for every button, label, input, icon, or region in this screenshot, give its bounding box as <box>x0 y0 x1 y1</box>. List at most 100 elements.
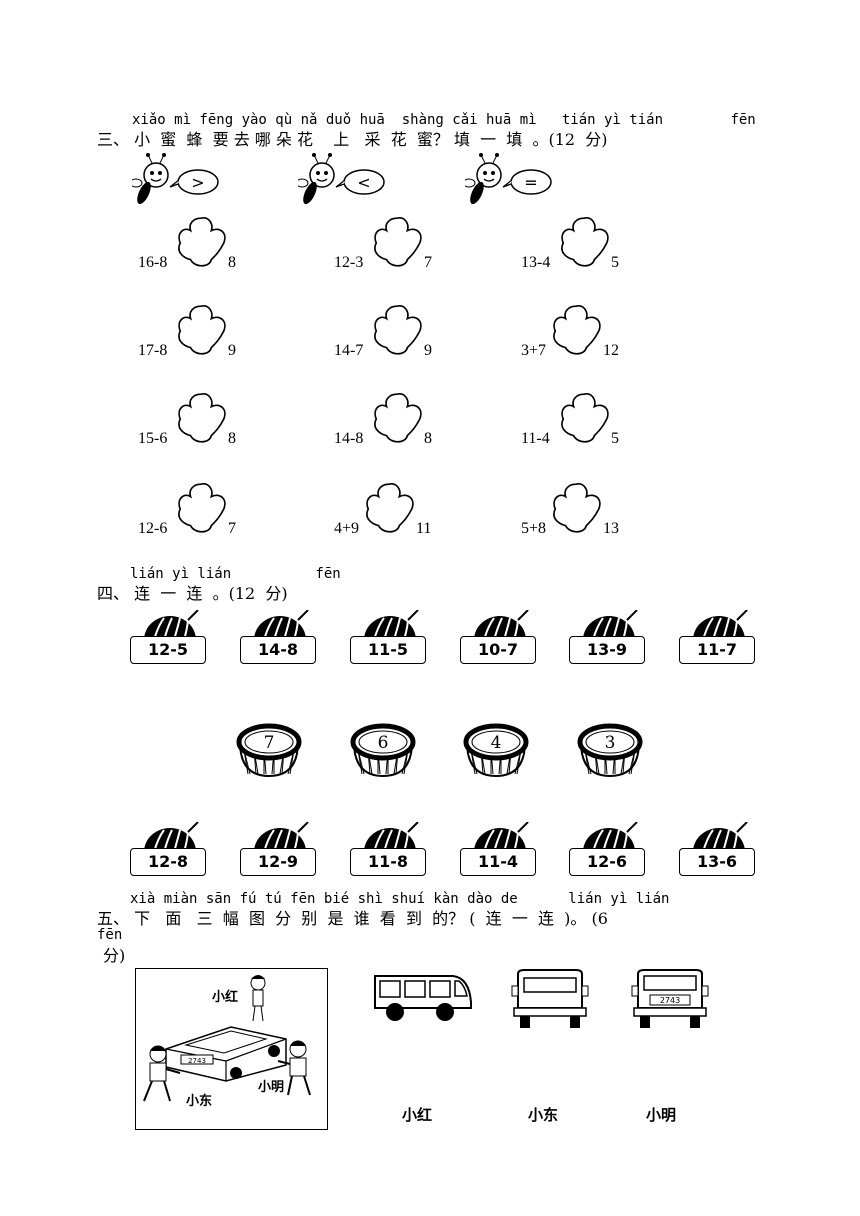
flower-blank-icon[interactable] <box>362 480 418 536</box>
watermelon-card[interactable]: 12-6 <box>569 822 649 880</box>
bee-greater: > <box>129 153 222 213</box>
flower-right-value: 5 <box>611 430 619 447</box>
watermelon-card[interactable]: 11-5 <box>350 610 430 668</box>
name-label-xiaodong: 小东 <box>528 1106 559 1124</box>
bus-front-view-plain <box>510 968 590 1036</box>
flower-left-expr: 17-8 <box>138 342 168 359</box>
watermelon-icon <box>254 822 309 852</box>
bee-icon <box>462 153 502 205</box>
flower-blank-icon[interactable] <box>174 302 230 358</box>
name-label-xiaohong: 小红 <box>402 1106 433 1124</box>
flower-left-expr: 16-8 <box>138 254 168 271</box>
section5-pinyin: xià miàn sān fú tú fēn bié shì shuí kàn … <box>130 891 670 907</box>
flower-left-expr: 14-8 <box>334 430 364 447</box>
watermelon-expression: 12-9 <box>240 848 316 876</box>
flower-right-value: 11 <box>416 520 432 537</box>
scene-plate: 2743 <box>188 1057 206 1065</box>
basket-number: 4 <box>491 733 502 753</box>
watermelon-expression: 14-8 <box>240 636 316 664</box>
section5-title-2: 分) <box>103 946 126 965</box>
basket-icon[interactable]: 4 <box>463 714 529 780</box>
flower-right-value: 7 <box>228 520 236 537</box>
watermelon-expression: 10-7 <box>460 636 536 664</box>
flower-blank-icon[interactable] <box>549 302 605 358</box>
flower-left-expr: 14-7 <box>334 342 364 359</box>
flower-blank-icon[interactable] <box>370 302 426 358</box>
flower-left-expr: 13-4 <box>521 254 551 271</box>
watermelon-card[interactable]: 11-7 <box>679 610 759 668</box>
flower-blank-icon[interactable] <box>370 214 426 270</box>
flower-right-value: 13 <box>603 520 619 537</box>
flower-right-value: 8 <box>228 254 236 271</box>
watermelon-card[interactable]: 11-8 <box>350 822 430 880</box>
flower-left-expr: 5+8 <box>521 520 547 537</box>
watermelon-expression: 12-6 <box>569 848 645 876</box>
watermelon-expression: 11-5 <box>350 636 426 664</box>
flower-left-expr: 15-6 <box>138 430 168 447</box>
watermelon-card[interactable]: 13-6 <box>679 822 759 880</box>
basket-number: 7 <box>264 733 275 753</box>
basket-icon[interactable]: 6 <box>350 714 416 780</box>
flower-left-expr: 3+7 <box>521 342 547 359</box>
car-illustration <box>165 1026 287 1082</box>
watermelon-card[interactable]: 14-8 <box>240 610 320 668</box>
girl-figure <box>250 975 266 1022</box>
flower-right-value: 9 <box>228 342 236 359</box>
bee-symbol: < <box>357 173 370 192</box>
bee-icon <box>129 153 169 205</box>
watermelon-expression: 12-8 <box>130 848 206 876</box>
flower-right-value: 9 <box>424 342 432 359</box>
flower-left-expr: 11-4 <box>521 430 550 447</box>
watermelon-card[interactable]: 13-9 <box>569 610 649 668</box>
watermelon-expression: 11-8 <box>350 848 426 876</box>
scene-label-xiaoming: 小明 <box>258 1080 284 1095</box>
flower-left-expr: 4+9 <box>334 520 360 537</box>
watermelon-expression: 12-5 <box>130 636 206 664</box>
bee-icon <box>295 153 335 205</box>
bus-side-view <box>373 968 475 1030</box>
watermelon-expression: 11-4 <box>460 848 536 876</box>
boy-figure-left <box>143 1045 181 1102</box>
section3-pinyin: xiǎo mì fēng yào qù nǎ duǒ huā shàng cǎi… <box>132 112 756 128</box>
basket-icon[interactable]: 3 <box>577 714 643 780</box>
watermelon-card[interactable]: 12-8 <box>130 822 210 880</box>
basket-number: 3 <box>605 733 616 753</box>
section5-title: 五、 下 面 三 幅 图 分 别 是 谁 看 到 的？ ( 连 一 连 )。 (… <box>97 909 608 928</box>
flower-right-value: 8 <box>424 430 432 447</box>
scene-label-xiaohong: 小红 <box>212 989 238 1005</box>
watermelon-card[interactable]: 10-7 <box>460 610 540 668</box>
section4-title: 四、 连 一 连 。(12 分) <box>97 584 288 603</box>
flower-right-value: 5 <box>611 254 619 271</box>
watermelon-card[interactable]: 11-4 <box>460 822 540 880</box>
flower-right-value: 12 <box>603 342 619 359</box>
watermelon-expression: 13-6 <box>679 848 755 876</box>
flower-blank-icon[interactable] <box>174 214 230 270</box>
name-label-xiaoming: 小明 <box>646 1106 677 1124</box>
bee-less: < <box>295 153 388 213</box>
flower-blank-icon[interactable] <box>174 480 230 536</box>
basket-number: 6 <box>378 733 389 753</box>
basket-icon[interactable]: 7 <box>236 714 302 780</box>
watermelon-expression: 13-9 <box>569 636 645 664</box>
flower-right-value: 7 <box>424 254 432 271</box>
section3-title: 三、 小 蜜 蜂 要 去 哪 朵 花 上 采 花 蜜？ 填 一 填 。(12 分… <box>97 130 608 149</box>
bus-plate-text: 2743 <box>660 996 680 1005</box>
watermelon-card[interactable]: 12-9 <box>240 822 320 880</box>
bus-front-view-plate: 2743 <box>630 968 710 1036</box>
flower-left-expr: 12-3 <box>334 254 364 271</box>
flower-blank-icon[interactable] <box>557 390 613 446</box>
flower-blank-icon[interactable] <box>557 214 613 270</box>
scene-picture: 2743 小红 小东 小明 <box>135 968 328 1130</box>
section4-pinyin: lián yì lián fēn <box>130 566 341 582</box>
watermelon-card[interactable]: 12-5 <box>130 610 210 668</box>
bee-symbol: = <box>524 173 537 192</box>
flower-left-expr: 12-6 <box>138 520 168 537</box>
boy-figure-right <box>277 1040 311 1096</box>
flower-blank-icon[interactable] <box>370 390 426 446</box>
scene-label-xiaodong: 小东 <box>186 1093 212 1109</box>
watermelon-expression: 11-7 <box>679 636 755 664</box>
flower-blank-icon[interactable] <box>549 480 605 536</box>
bee-equal: = <box>462 153 555 213</box>
section5-pinyin-2: fēn <box>97 927 123 943</box>
flower-blank-icon[interactable] <box>174 390 230 446</box>
